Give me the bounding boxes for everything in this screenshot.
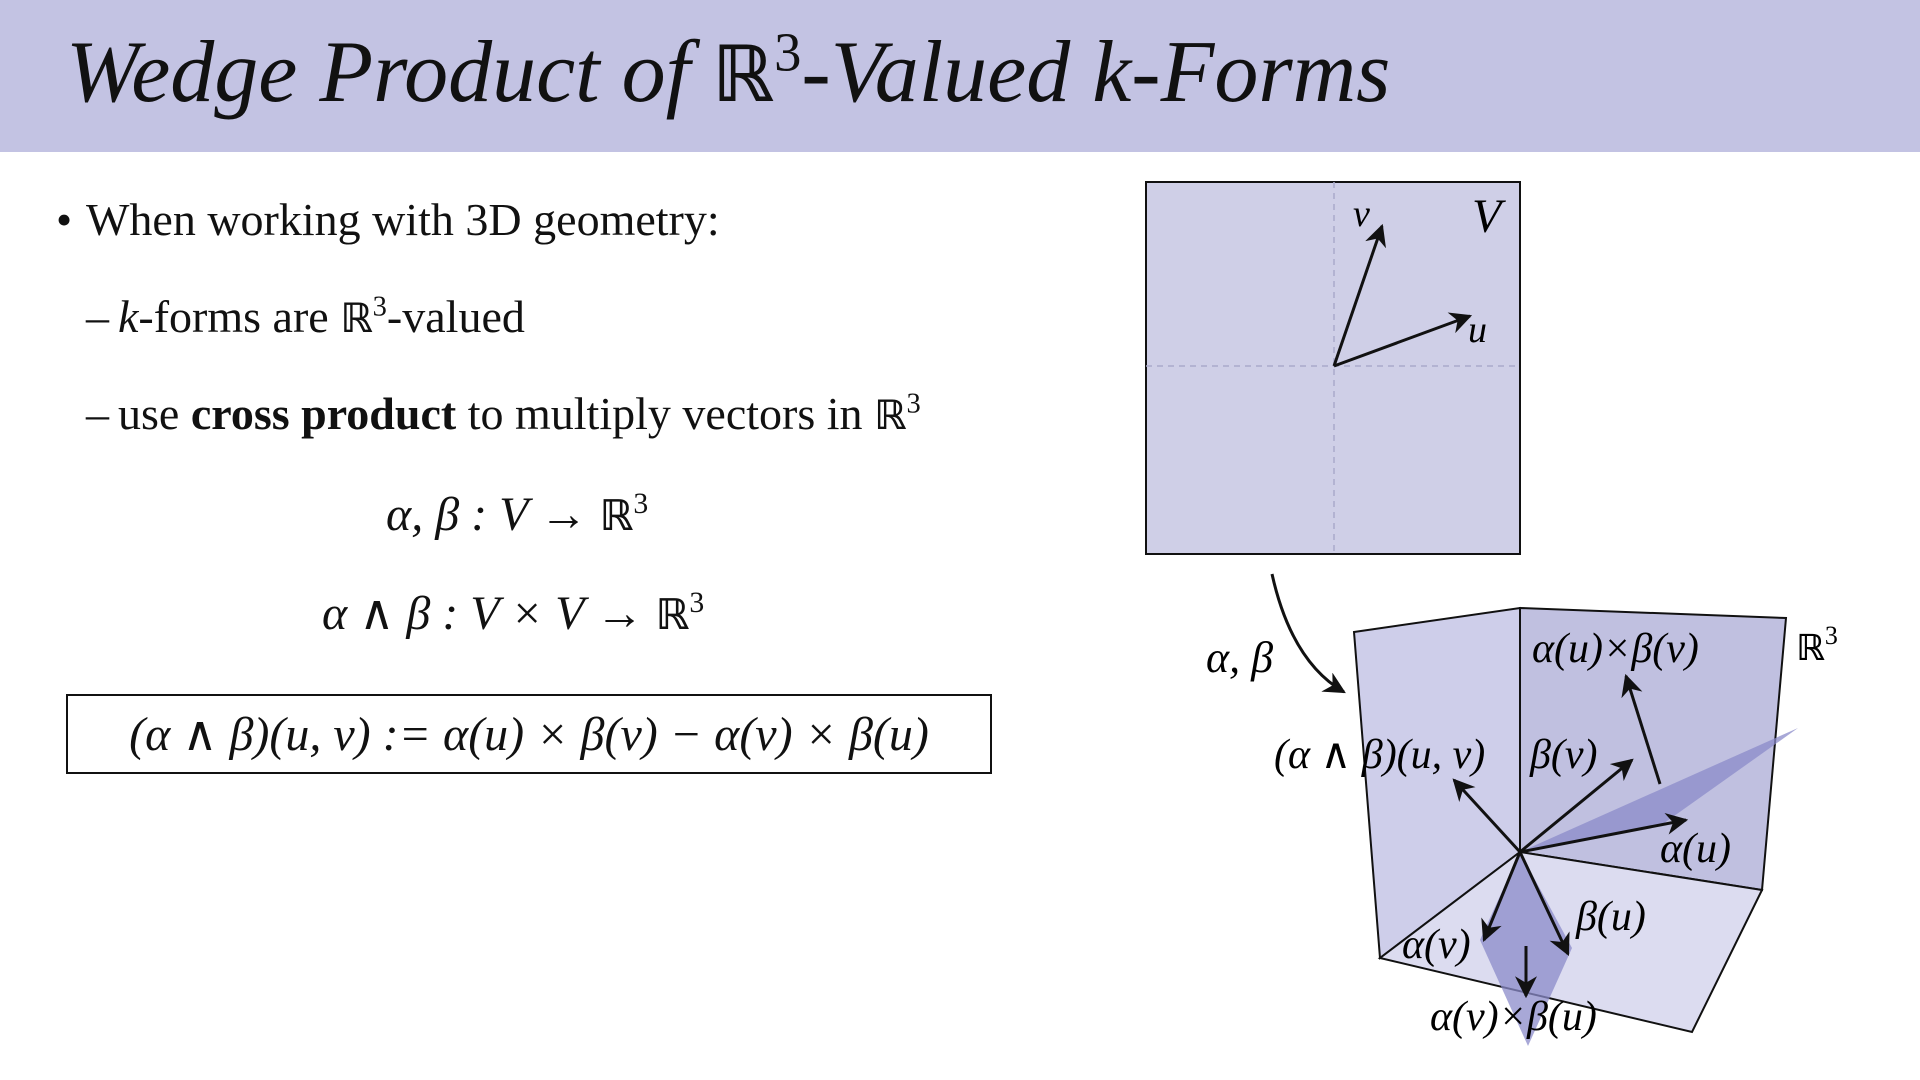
- alpha-u-cross-beta-v-label: α(u)×β(v): [1532, 626, 1699, 672]
- vector-v-arrow: [1332, 223, 1386, 367]
- alpha-u-cross-beta-v-arrow: [1621, 673, 1662, 785]
- field-symbol: ℝ: [874, 391, 907, 439]
- subbullet-kforms-text: -forms are: [138, 291, 341, 342]
- subbullet-cross-product: –use cross product to multiply vectors i…: [86, 387, 921, 440]
- field-exponent: 3: [372, 291, 387, 323]
- bullet-dot-icon: •: [56, 194, 73, 245]
- dash-icon: –: [86, 291, 109, 342]
- subbullet-cross-pre: use: [118, 388, 191, 439]
- alpha-v-cross-beta-u-label: α(v)×β(u): [1430, 994, 1597, 1040]
- field-exponent: 3: [906, 388, 921, 420]
- wedge-arrow: [1452, 778, 1522, 854]
- vector-space-panel: v u V: [1145, 181, 1521, 555]
- subbullet-kforms-tail: -valued: [386, 291, 525, 342]
- wedge-definition-formula: (α ∧ β)(u, v) := α(u) × β(v) − α(v) × β(…: [129, 708, 929, 761]
- subbullet-cross-post: to multiply vectors in: [456, 388, 875, 439]
- dash-icon: –: [86, 388, 109, 439]
- r3-panel: α(u)×β(v) (α ∧ β)(u, v) β(v) α(u) β(u) α…: [1274, 606, 1838, 1046]
- field-exponent: 3: [689, 586, 705, 619]
- subbullet-kforms: –k-forms are ℝ3-valued: [86, 290, 525, 343]
- r3-label: ℝ3: [1796, 621, 1838, 669]
- field-symbol: ℝ: [655, 590, 690, 639]
- floor-plane: [1377, 850, 1764, 1034]
- equation-wedge-map-lhs: α ∧ β : V × V →: [322, 587, 656, 640]
- bullet-main: • When working with 3D geometry:: [56, 193, 720, 246]
- r3-exponent: 3: [1825, 621, 1838, 650]
- bullet-main-text: When working with 3D geometry:: [86, 194, 720, 245]
- title-text-2: -Valued k-Forms: [801, 24, 1391, 121]
- map-label: α, β: [1206, 633, 1273, 682]
- map-arrow: [1270, 573, 1346, 694]
- vector-v-label: v: [1353, 193, 1370, 235]
- alpha-v-label: α(v): [1402, 922, 1471, 968]
- beta-v-label: β(v): [1529, 732, 1598, 778]
- beta-v-arrow: [1519, 758, 1634, 854]
- beta-u-label: β(u): [1575, 894, 1646, 940]
- alpha-v-arrow: [1481, 851, 1522, 943]
- title-field-symbol: ℝ: [712, 30, 775, 120]
- space-v-label: V: [1472, 190, 1506, 243]
- equation-forms-map-lhs: α, β : V →: [386, 488, 600, 541]
- r3-symbol: ℝ: [1796, 628, 1825, 669]
- title-field-exponent: 3: [774, 21, 802, 83]
- upper-triangle: [1520, 728, 1798, 852]
- title-text-1: Wedge Product of: [66, 24, 713, 121]
- field-exponent: 3: [633, 487, 649, 520]
- slide-title: Wedge Product of ℝ3-Valued k-Forms: [66, 22, 1390, 123]
- beta-u-arrow: [1518, 851, 1570, 956]
- field-symbol: ℝ: [599, 491, 634, 540]
- cross-product-term: cross product: [190, 388, 457, 439]
- k-variable: k: [118, 291, 139, 342]
- vector-u-label: u: [1468, 309, 1487, 351]
- wedge-label: (α ∧ β)(u, v): [1274, 732, 1485, 778]
- title-bar: Wedge Product of ℝ3-Valued k-Forms: [0, 0, 1920, 152]
- field-symbol: ℝ: [340, 294, 373, 342]
- vector-space-background: [1145, 181, 1521, 555]
- alpha-u-arrow: [1519, 812, 1689, 854]
- wedge-definition-box: (α ∧ β)(u, v) := α(u) × β(v) − α(v) × β(…: [66, 694, 992, 774]
- vector-u-arrow: [1333, 312, 1473, 368]
- alpha-u-label: α(u): [1660, 826, 1731, 872]
- equation-wedge-map: α ∧ β : V × V → ℝ3: [322, 585, 704, 641]
- equation-forms-map: α, β : V → ℝ3: [386, 487, 648, 542]
